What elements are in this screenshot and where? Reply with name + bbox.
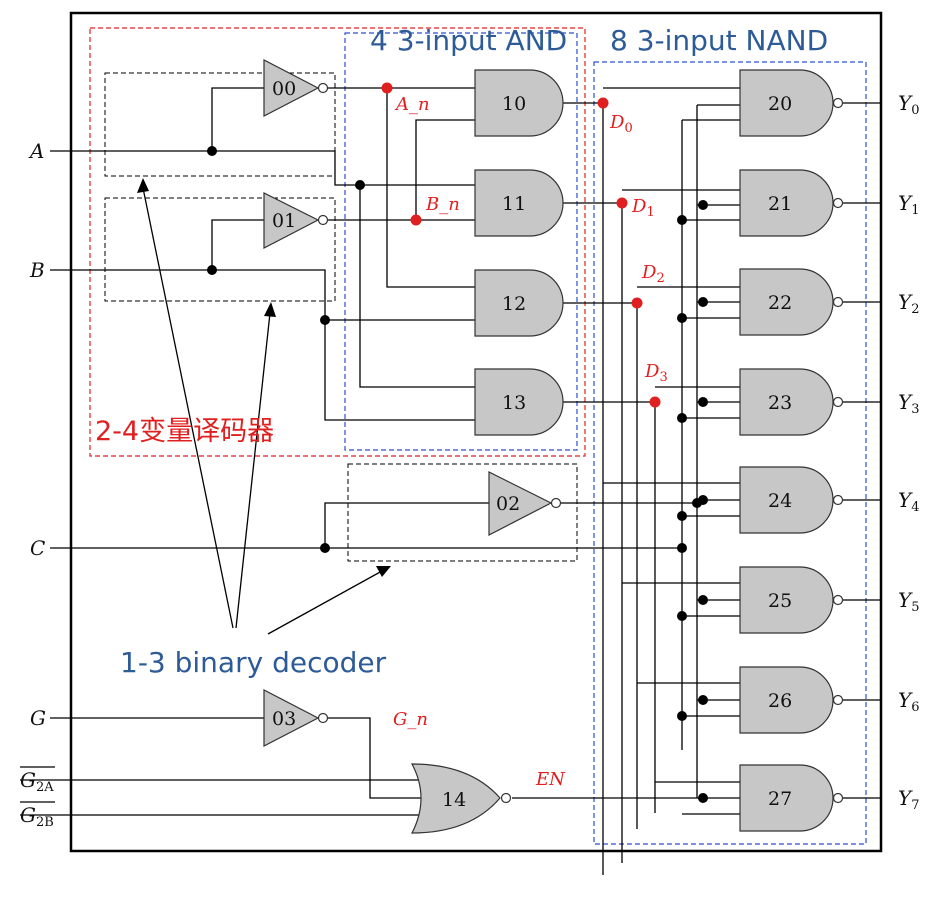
svg-text:22: 22 — [768, 292, 792, 314]
svg-text:21: 21 — [768, 193, 792, 215]
svg-text:00: 00 — [272, 78, 296, 100]
nand-gate-20: 20 — [739, 69, 844, 137]
signal-d2: D2 — [641, 262, 665, 286]
output-y4: Y4 — [898, 488, 919, 515]
not-02-box — [347, 463, 578, 562]
nand-group-box — [593, 61, 867, 845]
nand-gate-24: 24 — [739, 466, 844, 534]
and-group-title: 4 3-input AND — [370, 24, 567, 57]
svg-text:02: 02 — [496, 493, 520, 515]
output-y5: Y5 — [898, 588, 919, 615]
outer-frame — [69, 11, 883, 853]
output-labels: Y0 Y1 Y2 Y3 Y4 Y5 Y6 Y7 — [898, 91, 919, 813]
nand-gate-25: 25 — [739, 566, 844, 634]
nand-gate-21: 21 — [739, 169, 844, 237]
nand-gate-26: 26 — [739, 666, 844, 734]
svg-text:11: 11 — [502, 193, 526, 215]
signal-d3: D3 — [644, 361, 668, 385]
svg-text:23: 23 — [768, 392, 792, 414]
output-y0: Y0 — [898, 91, 919, 118]
not-gate-01: 01 — [263, 192, 329, 249]
nand-gate-27: 27 — [739, 764, 844, 832]
not-gate-00: 00 — [263, 59, 329, 117]
nand-input-taps — [603, 204, 740, 815]
signal-a-n: A_n — [394, 94, 430, 115]
svg-text:01: 01 — [272, 210, 296, 232]
input-a-label: A — [28, 139, 44, 163]
and-gate-10: 10 — [474, 69, 564, 137]
and-gate-11: 11 — [474, 169, 564, 237]
nor-gate-14: 14 — [411, 763, 512, 834]
svg-text:G2B: G2B — [20, 803, 54, 830]
not-01-box — [104, 197, 336, 302]
nand-group-title: 8 3-input NAND — [610, 24, 828, 57]
svg-text:14: 14 — [442, 789, 466, 811]
and-gate-13: 13 — [474, 368, 564, 436]
signal-d0: D0 — [609, 112, 633, 136]
decoder-2-4-box — [89, 27, 586, 457]
svg-text:10: 10 — [502, 93, 526, 115]
svg-text:24: 24 — [768, 490, 792, 512]
svg-text:20: 20 — [768, 93, 792, 115]
output-y7: Y7 — [898, 786, 919, 813]
signal-g-n: G_n — [393, 709, 428, 730]
output-y6: Y6 — [898, 688, 919, 715]
svg-text:27: 27 — [768, 788, 792, 810]
decoder-2-4-title: 2-4变量译码器 — [95, 416, 274, 447]
signal-d1: D1 — [631, 196, 655, 220]
signal-node-dots — [381, 82, 661, 408]
output-y1: Y1 — [898, 191, 919, 218]
binary-decoder-label: 1-3 binary decoder — [120, 646, 387, 679]
not-00-box — [104, 72, 336, 177]
not-gate-02: 02 — [488, 471, 562, 536]
input-g-label: G — [30, 706, 46, 730]
not-gate-03: 03 — [263, 689, 329, 747]
svg-text:03: 03 — [272, 708, 296, 730]
input-c-label: C — [30, 536, 45, 560]
input-g2a-label: G2A — [20, 766, 55, 795]
signal-en: EN — [535, 769, 566, 790]
output-wires — [843, 102, 880, 799]
svg-text:13: 13 — [502, 392, 526, 414]
input-g2b-label: G2B — [20, 801, 55, 830]
svg-text:26: 26 — [768, 690, 792, 712]
junction-dots — [207, 146, 708, 803]
svg-text:12: 12 — [502, 293, 526, 315]
output-y2: Y2 — [898, 290, 919, 317]
and-gate-12: 12 — [474, 269, 564, 337]
nand-gate-23: 23 — [739, 368, 844, 436]
svg-text:G2A: G2A — [20, 768, 54, 795]
output-y3: Y3 — [898, 390, 919, 417]
signal-b-n: B_n — [425, 194, 460, 215]
annotation-arrows — [137, 178, 391, 635]
nand-gate-22: 22 — [739, 268, 844, 336]
and-group-box — [344, 32, 578, 451]
input-b-label: B — [29, 258, 45, 282]
svg-text:25: 25 — [768, 590, 792, 612]
